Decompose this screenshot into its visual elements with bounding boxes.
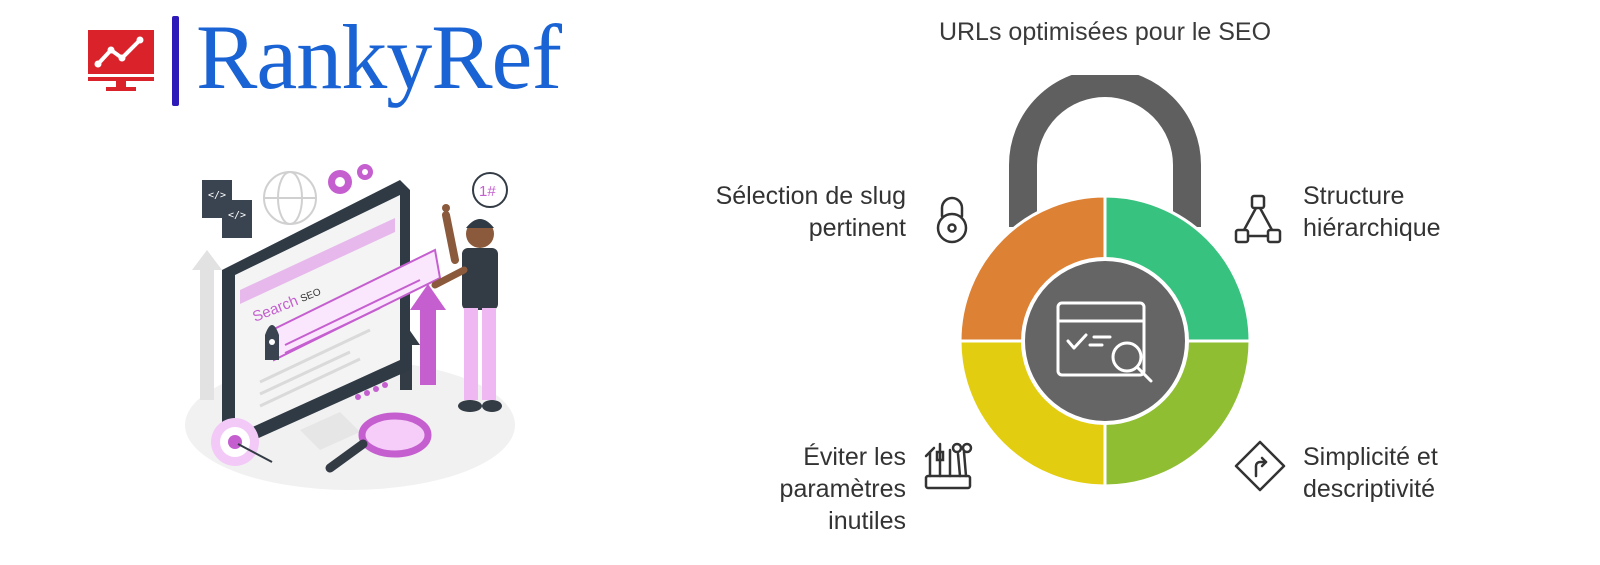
person: 1# [431,172,508,412]
chart-monitor-icon [88,30,154,91]
globe-icon [263,171,317,225]
label-hierarchical-structure: Structure hiérarchique [1303,182,1441,242]
gear-icon [328,164,373,194]
magnifier-icon [325,412,432,473]
browser-search-icon [1056,301,1153,383]
target-icon [211,418,273,466]
diagram-title: URLs optimisées pour le SEO [938,18,1272,46]
lock-center [1021,257,1189,425]
tools-icon [924,442,973,490]
label-avoid-parameters: Éviter les paramètres inutiles [779,443,906,535]
brand-name: RankyRef [196,6,562,108]
lock-shackle [1009,75,1201,227]
logo-divider [172,16,179,106]
arrow-up-icon [192,250,222,400]
svg-text:</>: </> [208,190,226,201]
brand-logo: RankyRef [86,6,626,114]
hierarchy-icon [1234,194,1282,244]
rocket-icon [265,325,279,360]
seo-illustration: </> </> Search SEO [185,164,515,490]
label-slug-selection: Sélection de slug pertinent [715,182,906,242]
arrow-up-icon [410,284,446,385]
monitor: Search SEO [222,180,442,450]
road-sign-icon [1234,440,1286,492]
label-simplicity: Simplicité et descriptivité [1303,443,1438,503]
code-card-icon: </> </> [202,180,252,238]
lock-diagram [958,75,1252,488]
padlock-icon [936,196,968,244]
svg-text:</>: </> [228,210,246,221]
svg-text:1#: 1# [479,183,496,200]
